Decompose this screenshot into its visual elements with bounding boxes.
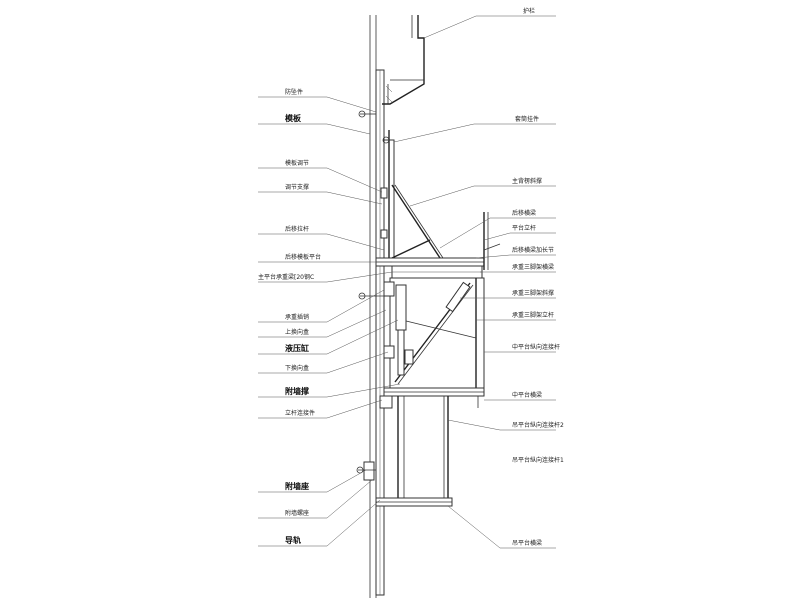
label-formwork: 模板: [285, 113, 302, 123]
concrete-wall: [369, 15, 377, 598]
left-leaders: [258, 96, 401, 547]
label-guardrail: 护栏: [523, 7, 535, 15]
label-guide-rail: 导轨: [285, 535, 301, 545]
top-guardrail: [382, 15, 425, 105]
label-column-link: 立杆连接件: [285, 409, 315, 417]
label-mid-platform: 中平台横梁: [512, 391, 542, 399]
label-wall-bolt: 附墙螺座: [285, 509, 309, 517]
anti-fall-anchor: [358, 110, 376, 118]
upper-brace-assembly: [380, 130, 444, 262]
hanging-platform: [375, 396, 453, 507]
label-hang-link2: 吊平台纵向连接杆2: [512, 421, 564, 429]
label-template-adjust: 模板调节: [285, 159, 309, 167]
hydraulic-cylinder: [358, 281, 414, 376]
right-leaders: [393, 15, 556, 549]
label-triangle-post: 承重三脚架立杆: [512, 311, 554, 319]
label-platform-post: 平台立杆: [512, 224, 536, 232]
label-rear-brace-pole: 后移拉杆: [285, 225, 309, 233]
label-platform-brace: 主背楞斜撑: [512, 177, 542, 185]
label-wall-seat: 附墙座: [285, 481, 309, 491]
label-rear-platform: 后移模板平台: [285, 253, 321, 261]
label-upper-clamp: 上换向盒: [285, 328, 309, 336]
label-hang-platform: 吊平台横梁: [512, 539, 542, 547]
label-anchor-bolt: 承重插销: [285, 313, 309, 321]
label-mid-rail: 中平台纵向连接杆: [512, 343, 560, 351]
label-hang-link1: 吊平台纵向连接杆1: [512, 456, 564, 464]
label-anti-fall: 防坠件: [285, 88, 303, 96]
label-hydraulic: 液压缸: [285, 343, 309, 353]
middle-platform: [379, 387, 485, 409]
label-main-beam: 主平台承重梁[20钢C: [258, 273, 314, 281]
label-rear-beam: 后移横梁: [512, 209, 536, 217]
label-triangle-brace: 承重三脚架斜撑: [512, 289, 554, 297]
label-suspension-piece: 套筒挂件: [515, 115, 539, 123]
label-wall-brace: 附墙撑: [285, 386, 309, 396]
wall-anchor-seat: [356, 461, 376, 481]
main-platform: [375, 212, 501, 279]
label-lower-clamp: 下换向盒: [285, 364, 309, 372]
guide-rail: [375, 69, 385, 596]
label-rear-slide: 后移横梁加长节: [512, 246, 554, 254]
label-adjust-support: 调节支撑: [285, 183, 309, 191]
label-triangle-upper: 承重三脚架横梁: [512, 263, 554, 271]
